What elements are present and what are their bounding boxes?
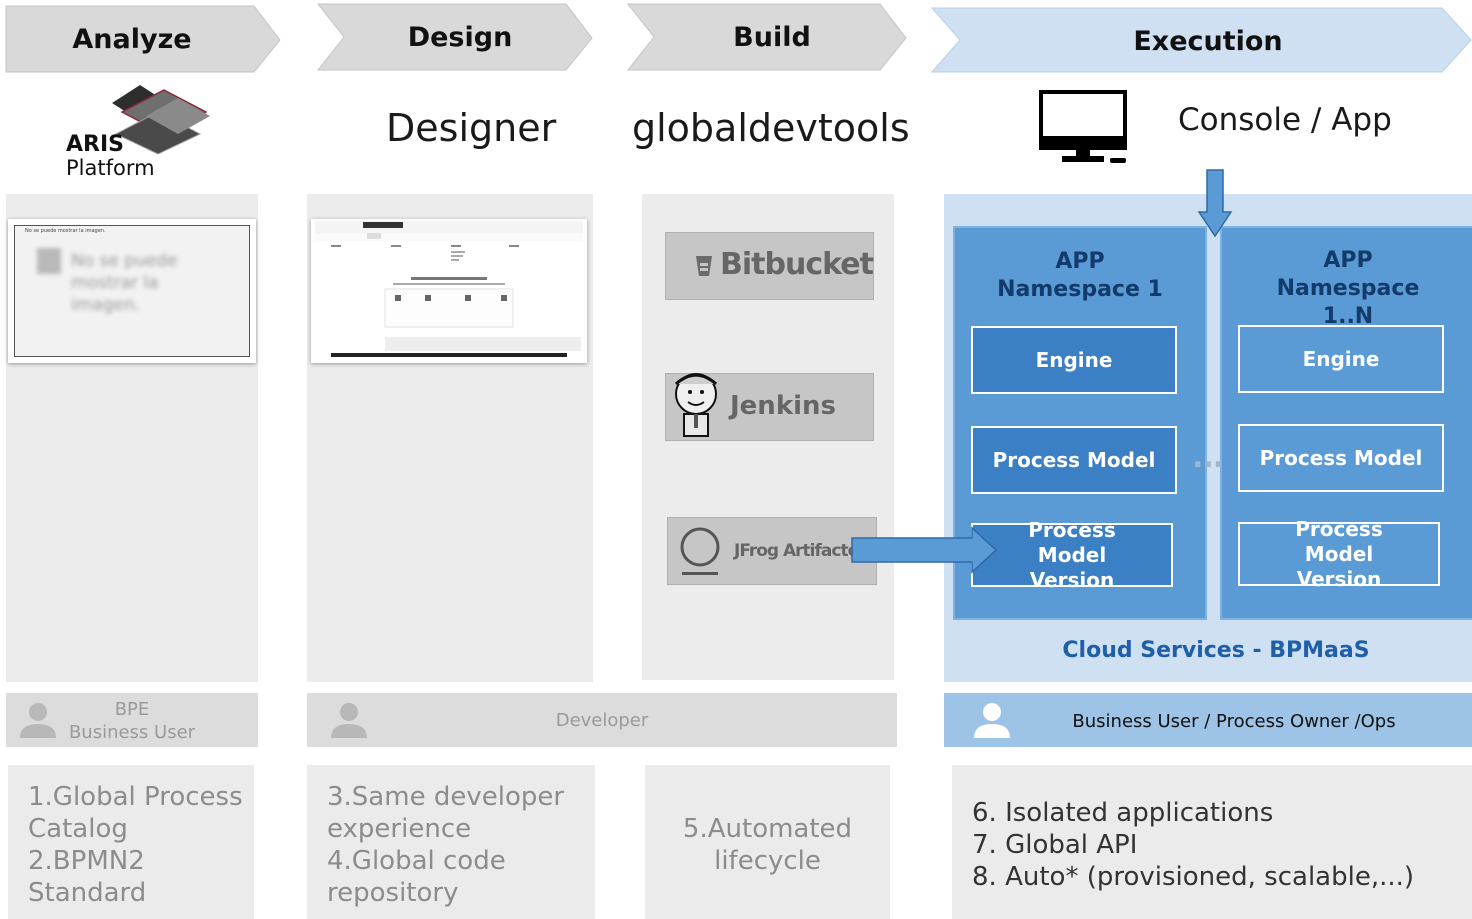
user-icon: [331, 703, 367, 738]
phase-design-label: Design: [407, 22, 513, 53]
role-bar-developer: Developer: [307, 693, 897, 747]
role-developer-label: Developer: [555, 710, 649, 731]
notes-build: 5.Automated lifecycle: [645, 765, 890, 919]
note-line: 2.BPMN2: [28, 846, 145, 876]
down-arrow: [1197, 169, 1233, 238]
computer-monitor-icon: [1038, 90, 1130, 166]
role-bar-execution: Business User / Process Owner /Ops: [944, 693, 1472, 747]
aris-screenshot-thumbnail: No se puede mostrar la imagen. No se pue…: [8, 219, 256, 363]
jenkins-label: Jenkins: [730, 391, 837, 421]
note-line: 4.Global code: [327, 846, 506, 876]
process-model-version-box-1: Process Model Version: [971, 518, 1173, 592]
jenkins-icon: [674, 373, 718, 437]
phase-execution-label: Execution: [1133, 26, 1283, 57]
chevron-shape: [626, 3, 907, 71]
note-line: 5.Automated: [682, 814, 853, 844]
phase-analyze-label: Analyze: [72, 24, 192, 55]
user-icon: [20, 703, 56, 738]
thumbnail-message: No se puede mostrar la imagen.: [71, 251, 178, 315]
jfrog-label: JFrog Artifactor: [734, 541, 867, 561]
process-model-version-box-n: Process Model Version: [1238, 517, 1440, 591]
notes-analyze-text: 1.Global Process Catalog 2.BPMN2 Standar…: [28, 781, 243, 909]
bitbucket-icon: [696, 256, 712, 276]
designer-title: Designer: [386, 106, 557, 150]
right-arrow: [851, 526, 998, 574]
aris-logo: ARIS Platform: [60, 82, 220, 182]
note-line: 6. Isolated applications: [972, 798, 1274, 828]
notes-design-text: 3.Same developer experience 4.Global cod…: [327, 781, 564, 909]
phase-design: Design: [316, 0, 594, 80]
aris-logo-text-2: Platform: [66, 156, 155, 180]
designer-screenshot-image: [315, 221, 583, 357]
note-line: Standard: [28, 878, 147, 908]
aris-logo-text-1: ARIS: [66, 132, 124, 157]
note-line: 3.Same developer: [327, 782, 565, 812]
role-analyze-line1: BPE: [114, 699, 150, 720]
engine-box-1: Engine: [971, 326, 1177, 394]
engine-box-n: Engine: [1238, 325, 1444, 393]
thumbnail-header: No se puede mostrar la imagen.: [25, 228, 106, 234]
namespace-n-title: APP Namespace 1..N: [1276, 248, 1420, 329]
notes-design: 3.Same developer experience 4.Global cod…: [307, 765, 595, 919]
notes-analyze: 1.Global Process Catalog 2.BPMN2 Standar…: [8, 765, 254, 919]
app-namespace-n: APP Namespace 1..N Engine Process Model …: [1220, 226, 1472, 620]
notes-execution-text: 6. Isolated applications 7. Global API 8…: [972, 797, 1414, 893]
jfrog-tile: JFrog Artifactor: [667, 517, 877, 585]
designer-screenshot-thumbnail: [311, 219, 587, 363]
app-namespace-1: APP Namespace 1 Engine Process Model Pro…: [953, 226, 1207, 620]
globaldevtools-title: globaldevtools: [632, 106, 910, 150]
phase-build-label: Build: [733, 22, 811, 53]
role-analyze-line2: Business User: [68, 722, 196, 743]
phase-execution: Execution: [930, 0, 1472, 80]
note-line: Catalog: [28, 814, 128, 844]
note-line: 1.Global Process: [28, 782, 243, 812]
chevron-shape: [930, 7, 1472, 73]
namespace-1-title: APP Namespace 1: [997, 249, 1163, 302]
note-line: repository: [327, 878, 459, 908]
process-model-box-n: Process Model: [1238, 424, 1444, 492]
notes-execution: 6. Isolated applications 7. Global API 8…: [952, 765, 1472, 919]
phase-build: Build: [626, 0, 908, 80]
bitbucket-tile: Bitbucket: [665, 232, 874, 300]
note-line: 7. Global API: [972, 830, 1138, 860]
jenkins-tile: Jenkins: [665, 373, 874, 441]
aris-logo-icon: [112, 85, 210, 155]
cloud-services-label: Cloud Services - BPMaaS: [1062, 638, 1370, 663]
chevron-shape: [316, 3, 593, 71]
role-execution-label: Business User / Process Owner /Ops: [1072, 711, 1396, 732]
notes-build-text: 5.Automated lifecycle: [645, 813, 890, 877]
bitbucket-label: Bitbucket: [720, 247, 874, 282]
thumbnail-frame: No se puede mostrar la imagen. No se pue…: [14, 225, 250, 357]
ellipsis-connector: ...: [1192, 440, 1224, 475]
note-line: 8. Auto* (provisioned, scalable,...): [972, 862, 1415, 892]
phase-analyze: Analyze: [4, 0, 282, 80]
role-bar-analyze: BPE Business User: [6, 693, 258, 747]
process-model-box-1: Process Model: [971, 426, 1177, 494]
user-icon: [974, 703, 1010, 738]
jfrog-icon: [680, 527, 720, 575]
chevron-shape: [5, 5, 281, 73]
note-line: lifecycle: [714, 846, 821, 876]
broken-image-icon: [37, 248, 61, 274]
console-app-title: Console / App: [1178, 102, 1392, 138]
note-line: experience: [327, 814, 472, 844]
